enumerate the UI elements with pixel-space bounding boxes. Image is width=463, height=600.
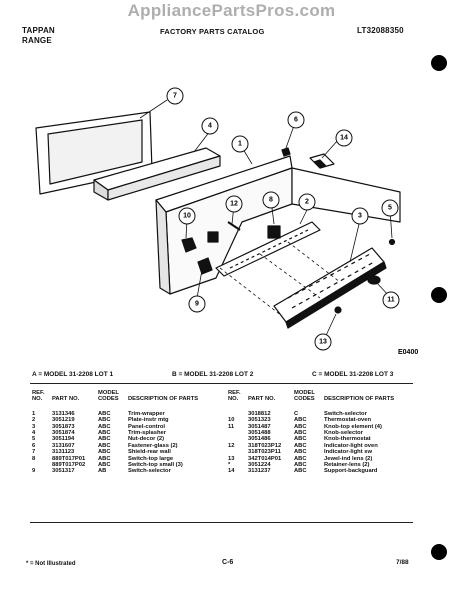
catalog-title: FACTORY PARTS CATALOG bbox=[160, 27, 265, 36]
svg-text:12: 12 bbox=[230, 201, 238, 208]
col-model-codes: MODEL CODES bbox=[98, 390, 119, 403]
svg-text:13: 13 bbox=[319, 339, 327, 346]
callout-6: 6 bbox=[287, 111, 305, 129]
callout-7: 7 bbox=[166, 87, 184, 105]
page-number: C-6 bbox=[222, 559, 234, 566]
knob bbox=[367, 275, 381, 285]
svg-text:7: 7 bbox=[173, 93, 177, 100]
model-a-label: A = MODEL 31-2208 LOT 1 bbox=[32, 371, 114, 378]
svg-text:6: 6 bbox=[294, 117, 298, 124]
callout-1: 1 bbox=[231, 135, 249, 153]
punch-hole-bottom bbox=[431, 544, 447, 560]
support-backguard bbox=[309, 153, 335, 169]
brand-line-1: TAPPAN bbox=[22, 26, 55, 35]
callout-8: 8 bbox=[262, 191, 280, 209]
svg-text:10: 10 bbox=[183, 213, 191, 220]
diagram-code: E0400 bbox=[398, 349, 418, 356]
callout-12: 12 bbox=[225, 195, 243, 213]
indicator-light bbox=[227, 221, 241, 231]
callout-4: 4 bbox=[201, 117, 219, 135]
switch-top bbox=[207, 231, 219, 243]
nut-decor bbox=[388, 238, 396, 246]
col-part-no: PART NO. bbox=[248, 396, 276, 403]
svg-text:9: 9 bbox=[195, 301, 199, 308]
brand-line-2: RANGE bbox=[22, 36, 52, 45]
svg-text:3: 3 bbox=[358, 213, 362, 220]
svg-text:14: 14 bbox=[340, 135, 348, 142]
table-bottom-rule bbox=[30, 522, 413, 523]
divider-rule bbox=[30, 383, 413, 384]
jewel-lens bbox=[334, 306, 342, 314]
col-part-no: PART NO. bbox=[52, 396, 80, 403]
callout-10: 10 bbox=[178, 207, 196, 225]
model-number: LT32088350 bbox=[357, 26, 404, 35]
model-c-label: C = MODEL 31-2208 LOT 3 bbox=[312, 371, 394, 378]
col-ref-no: REF. NO. bbox=[32, 390, 45, 403]
col-description: DESCRIPTION OF PARTS bbox=[128, 396, 199, 403]
callout-14: 14 bbox=[335, 129, 353, 147]
callout-2: 2 bbox=[298, 193, 316, 211]
punch-hole-top bbox=[431, 55, 447, 71]
callout-9: 9 bbox=[188, 295, 206, 313]
svg-text:2: 2 bbox=[305, 199, 309, 206]
svg-text:1: 1 bbox=[238, 141, 242, 148]
col-model-codes: MODEL CODES bbox=[294, 390, 315, 403]
callout-5: 5 bbox=[381, 199, 399, 217]
parts-table-right: REF. NO. PART NO. MODEL CODES DESCRIPTIO… bbox=[228, 390, 418, 475]
switch-selector bbox=[197, 257, 213, 275]
parts-table-left: REF. NO. PART NO. MODEL CODES DESCRIPTIO… bbox=[32, 390, 218, 475]
fastener-glass bbox=[281, 147, 291, 157]
svg-text:8: 8 bbox=[269, 197, 273, 204]
revision-date: 7/88 bbox=[396, 559, 409, 566]
model-b-label: B = MODEL 31-2208 LOT 2 bbox=[172, 371, 254, 378]
svg-text:11: 11 bbox=[387, 297, 395, 304]
exploded-parts-diagram: 1 2 3 4 5 6 7 8 9 10 11 12 13 14 E0400 bbox=[35, 87, 418, 356]
watermark-text: AppliancePartsPros.com bbox=[127, 1, 336, 20]
panel-control bbox=[273, 247, 385, 323]
punch-hole-middle bbox=[431, 287, 447, 303]
thermostat-oven bbox=[181, 237, 197, 253]
svg-text:5: 5 bbox=[388, 205, 392, 212]
callout-3: 3 bbox=[351, 207, 369, 225]
svg-text:4: 4 bbox=[208, 123, 212, 130]
footnote: * = Not Illustrated bbox=[26, 561, 76, 567]
callout-11: 11 bbox=[382, 291, 400, 309]
col-description: DESCRIPTION OF PARTS bbox=[324, 396, 395, 403]
callout-13: 13 bbox=[314, 333, 332, 351]
col-ref-no: REF. NO. bbox=[228, 390, 241, 403]
